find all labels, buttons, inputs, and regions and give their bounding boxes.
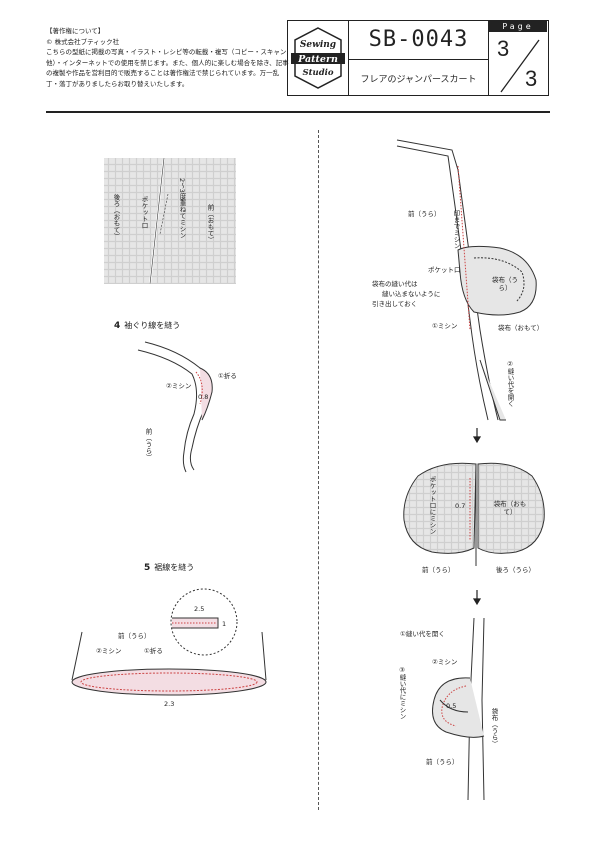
step4-fold: ①折る: [218, 372, 237, 380]
side-seam-pocket-diagram: [396, 139, 537, 421]
rt-pocket-mouth: ポケット口: [428, 266, 461, 274]
step-arrow-icon: [472, 428, 482, 606]
armhole-diagram: [137, 341, 213, 473]
rt-pocket-bag-face: 袋布（おもて）: [498, 324, 544, 332]
rt-front: 前（うら）: [408, 210, 441, 218]
copyright-company: © 株式会社ブティック社: [46, 37, 120, 46]
rm-back: 後ろ（うら）: [496, 566, 535, 574]
rb-stitch-seam: ③縫い代にミシン: [398, 666, 406, 720]
header-rule: [46, 111, 550, 113]
copyright-title: 【著作権について】: [46, 27, 105, 35]
rb-front: 前（うら）: [426, 758, 459, 766]
step5-dim-b: 1: [222, 620, 227, 628]
pocket-overview-diagram: [104, 157, 236, 285]
label-front-face: 前（おもて）: [206, 204, 214, 243]
copyright-body: こちらの型紙に掲載の写真・イラスト・レシピ等の転載・複写（コピー・スキャン他）・…: [46, 48, 289, 88]
step5-machine: ②ミシン: [96, 647, 122, 655]
step5-dim-a: 2.5: [194, 605, 205, 613]
logo-hexagon-icon: Sewing Pattern Studio: [291, 27, 345, 89]
page-label: Page: [489, 21, 547, 32]
step5-front: 前（うら）: [118, 632, 151, 640]
rt-note-line3: 引き出しておく: [372, 300, 418, 308]
step4-dim: 0.8: [198, 393, 209, 401]
step5-number: 5: [144, 563, 151, 573]
logo-line3: Studio: [302, 68, 333, 78]
product-name: フレアのジャンパースカート: [360, 74, 477, 85]
rb-dim: 0.5: [446, 702, 457, 710]
brand-logo: Sewing Pattern Studio: [287, 20, 349, 96]
pocket-finish-diagram: [432, 617, 485, 801]
pocket-bag-spread-diagram: [403, 462, 545, 566]
rb-pocket-bag-reverse: 袋布（うら）: [490, 708, 498, 747]
label-reverse-stitch: 2〜3度重ねてミシン: [178, 178, 186, 239]
page-current: 3: [497, 36, 510, 61]
logo-line1: Sewing: [300, 40, 336, 50]
rb-open-seam: ①縫い代を開く: [400, 630, 445, 638]
page-total: 3: [525, 66, 538, 91]
rt-machine: ①ミシン: [432, 322, 458, 330]
page-slash-icon: [500, 39, 540, 93]
copyright-notice: 【著作権について】 © 株式会社ブティック社 こちらの型紙に掲載の写真・イラスト…: [46, 26, 292, 89]
label-back-face: 後ろ（おもて）: [112, 194, 120, 240]
rt-note-line2: 縫い込まないように: [382, 290, 441, 298]
logo-line2: Pattern: [297, 54, 338, 65]
rt-note-line1: 袋布の縫い代は: [372, 280, 418, 288]
product-code: SB-0043: [349, 20, 488, 60]
step5-fold: ①折る: [144, 647, 163, 655]
rm-stitch-pocket: ポケット口にミシン: [428, 476, 436, 535]
label-pocket-mouth: ポケット口: [140, 196, 148, 229]
step5-dim-c: 2.3: [164, 700, 175, 708]
rb-machine: ②ミシン: [432, 658, 458, 666]
rm-front: 前（うら）: [422, 566, 455, 574]
page-box: 3 3: [488, 20, 549, 96]
rt-stitch-to-mark: 印までミシン: [452, 210, 460, 249]
rm-dim: 0.7: [455, 502, 466, 510]
rt-pocket-bag-reverse: 袋布（うら）: [492, 276, 518, 292]
hem-diagram: [71, 588, 267, 696]
header-box: [287, 20, 549, 96]
column-divider: [318, 130, 319, 810]
step5-title: 裾線を縫う: [154, 563, 195, 572]
step4-machine: ②ミシン: [166, 382, 192, 390]
rm-pocket-bag-face: 袋布（おもて）: [493, 500, 527, 516]
step4-front: 前（うら）: [144, 428, 152, 461]
rt-open-seam: ②縫い代を開く: [506, 360, 514, 407]
step4-title: 袖ぐり線を縫う: [124, 321, 181, 330]
step4-number: 4: [114, 321, 121, 331]
